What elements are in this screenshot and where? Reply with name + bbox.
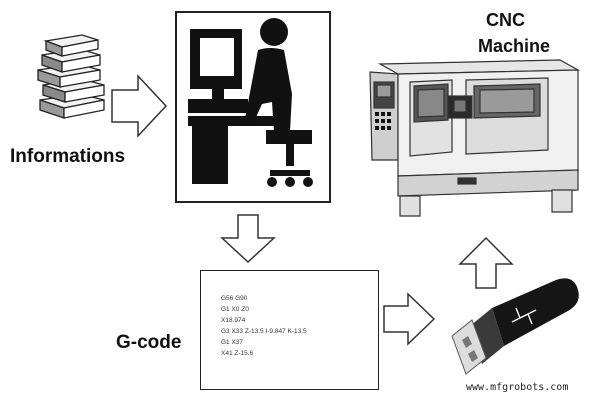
cnc-lathe-icon: [369, 59, 581, 217]
usb-drive-icon: [451, 278, 579, 375]
gcode-label: G-code: [116, 332, 182, 353]
gcode-line: G3 X33 Z-13.5 I-9.847 K-13.5: [221, 328, 307, 335]
gcode-line: G1 X0 Z0: [221, 306, 249, 313]
gcode-lines: G56 G90 G1 X0 Z0 X18.974 G3 X33 Z-13.5 I…: [221, 293, 307, 359]
computer-operator-icon: [175, 11, 331, 203]
gcode-line: X41 Z-15.6: [221, 350, 254, 357]
cnc-label: CNC: [486, 10, 525, 30]
watermark: www.mfgrobots.com: [466, 382, 569, 393]
books-icon: [37, 34, 105, 119]
arrow-up-icon: [458, 236, 514, 289]
gcode-listing: G56 G90 G1 X0 Z0 X18.974 G3 X33 Z-13.5 I…: [200, 270, 379, 390]
informations-label: Informations: [10, 146, 126, 167]
arrow-down-icon: [220, 214, 276, 264]
gcode-line: G1 X37: [221, 339, 244, 346]
arrow-right-icon: [383, 292, 436, 346]
gcode-line: G56 G90: [221, 295, 248, 302]
gcode-line: X18.974: [221, 317, 246, 324]
arrow-right-icon: [111, 74, 168, 138]
machine-label: Machine: [478, 36, 551, 56]
